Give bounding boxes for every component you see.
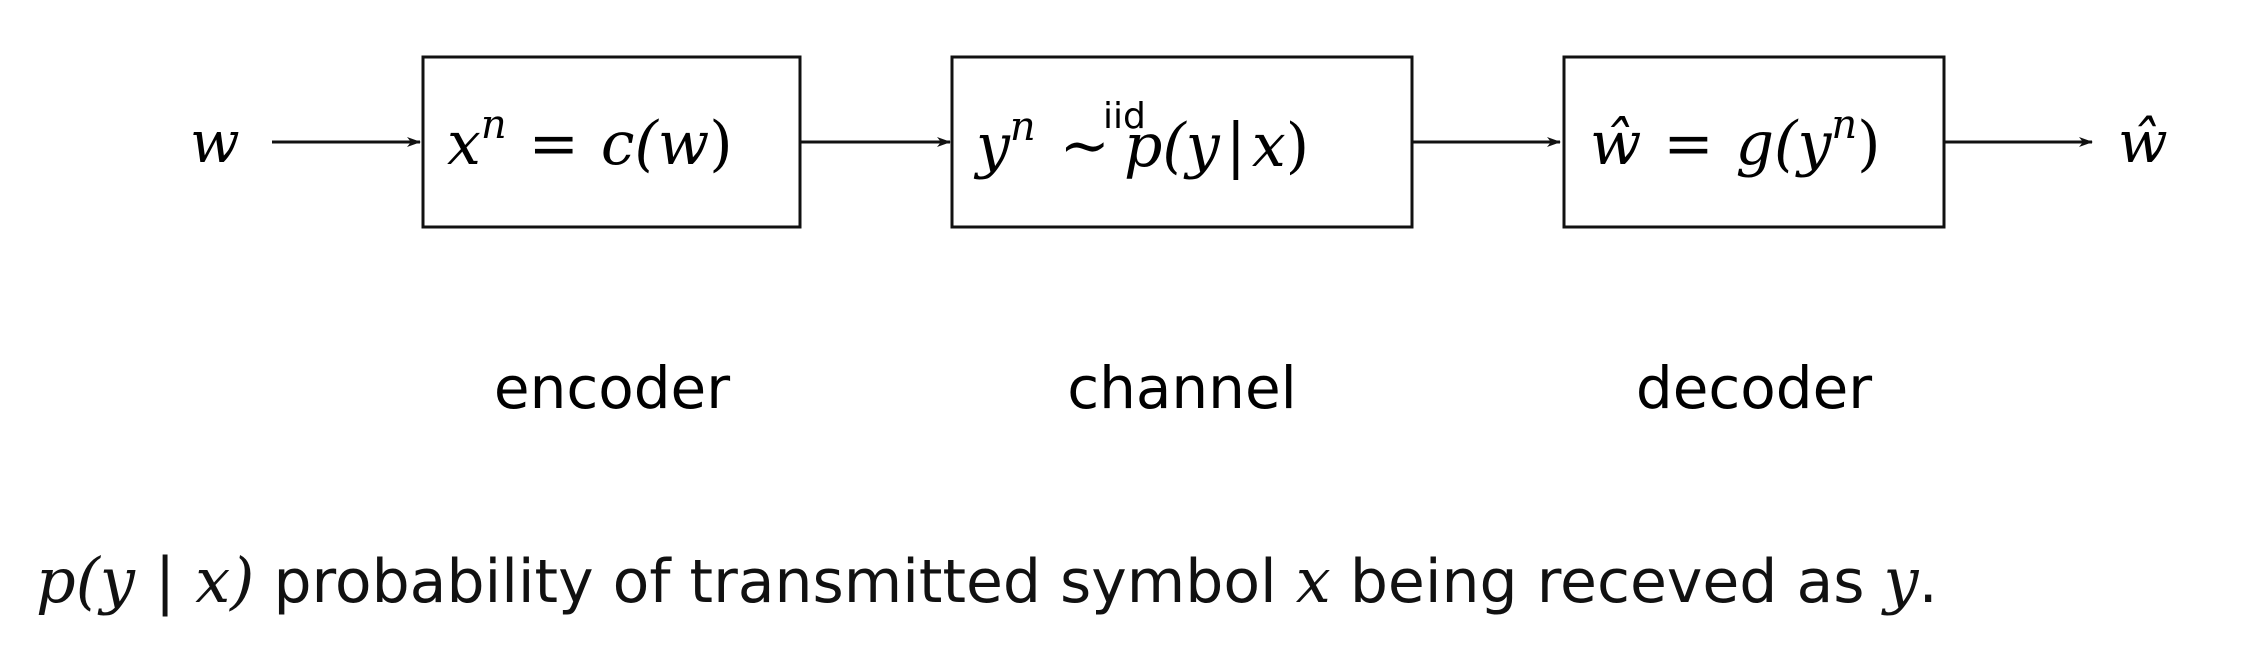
iid-label: iid [1103, 96, 1146, 137]
encoder-label: encoder [494, 354, 730, 422]
caption-symbol-y: y [1883, 544, 1919, 617]
encoder-box [421, 55, 802, 229]
decoder-formula: ŵ=g(yn) [1590, 102, 1881, 179]
channel-formula: yn∼p(y|x) [973, 104, 1309, 181]
decoder-label: decoder [1636, 354, 1872, 422]
caption-formula: p(y | x) [36, 544, 255, 617]
caption-text-2: being receved as [1330, 547, 1884, 617]
input-symbol: w [190, 108, 240, 176]
caption-symbol-x: x [1295, 544, 1331, 617]
channel-box [950, 55, 1414, 229]
decoder-box [1562, 55, 1946, 229]
caption-text-3: . [1918, 547, 1938, 617]
channel-label: channel [1067, 354, 1297, 422]
caption-text-1: probability of transmitted symbol [254, 547, 1296, 617]
caption: p(y | x) probability of transmitted symb… [36, 536, 1938, 626]
encoder-formula: xn=c(w) [447, 102, 733, 179]
output-symbol: ŵ [2118, 108, 2168, 176]
